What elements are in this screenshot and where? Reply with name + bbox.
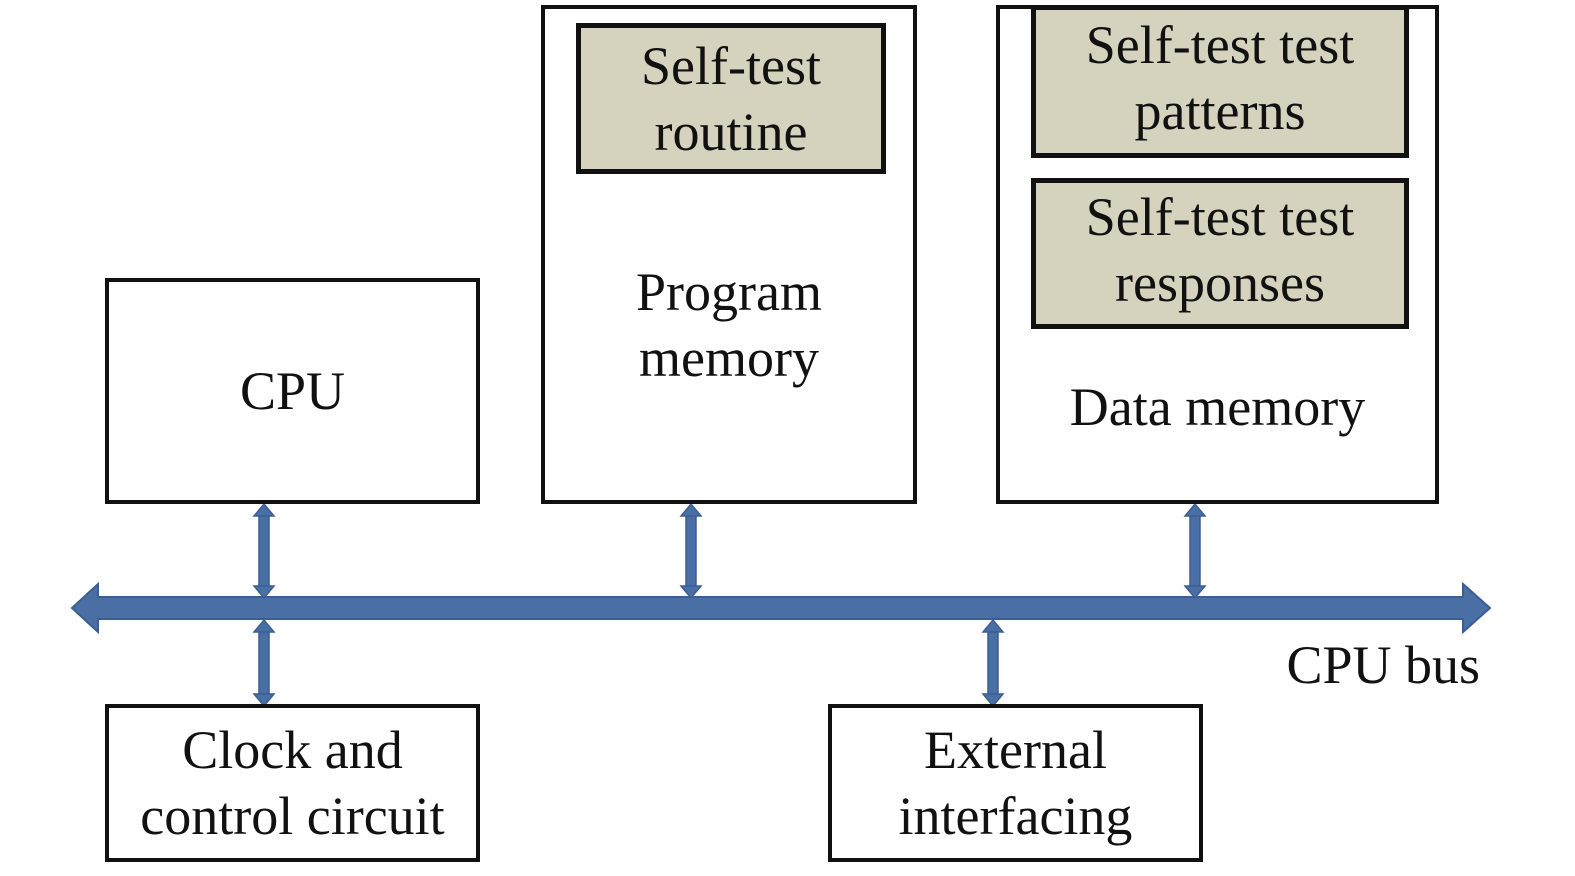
external-interfacing-box: External interfacing: [828, 704, 1203, 862]
clock-control-label: Clock and control circuit: [140, 720, 445, 846]
data-memory-label: Data memory: [1069, 377, 1366, 437]
self-test-patterns-label: Self-test test patterns: [1085, 14, 1355, 141]
program-memory-box: Self-test routine Program memory: [541, 5, 917, 504]
clock-bus-connector: [252, 618, 276, 708]
self-test-patterns-box: Self-test test patterns: [1031, 5, 1409, 158]
self-test-responses-box: Self-test test responses: [1031, 178, 1409, 329]
self-test-routine-label: Self-test routine: [641, 35, 821, 162]
self-test-responses-label: Self-test test responses: [1085, 186, 1355, 313]
data-memory-box: Self-test test patterns Self-test test r…: [996, 5, 1439, 504]
external-bus-connector: [981, 618, 1005, 708]
cpu-bus-arrow: [70, 581, 1492, 635]
self-test-routine-box: Self-test routine: [576, 23, 886, 174]
cpu-label: CPU: [239, 361, 346, 421]
cpu-bus-label: CPU bus: [1286, 635, 1480, 695]
cpu-bus-connector: [252, 502, 276, 600]
external-interfacing-label: External interfacing: [898, 720, 1133, 846]
cpu-box: CPU: [105, 278, 480, 504]
program-memory-label: Program memory: [636, 262, 822, 388]
program-memory-bus-connector: [679, 502, 703, 600]
data-memory-bus-connector: [1183, 502, 1207, 600]
clock-control-box: Clock and control circuit: [105, 704, 480, 862]
